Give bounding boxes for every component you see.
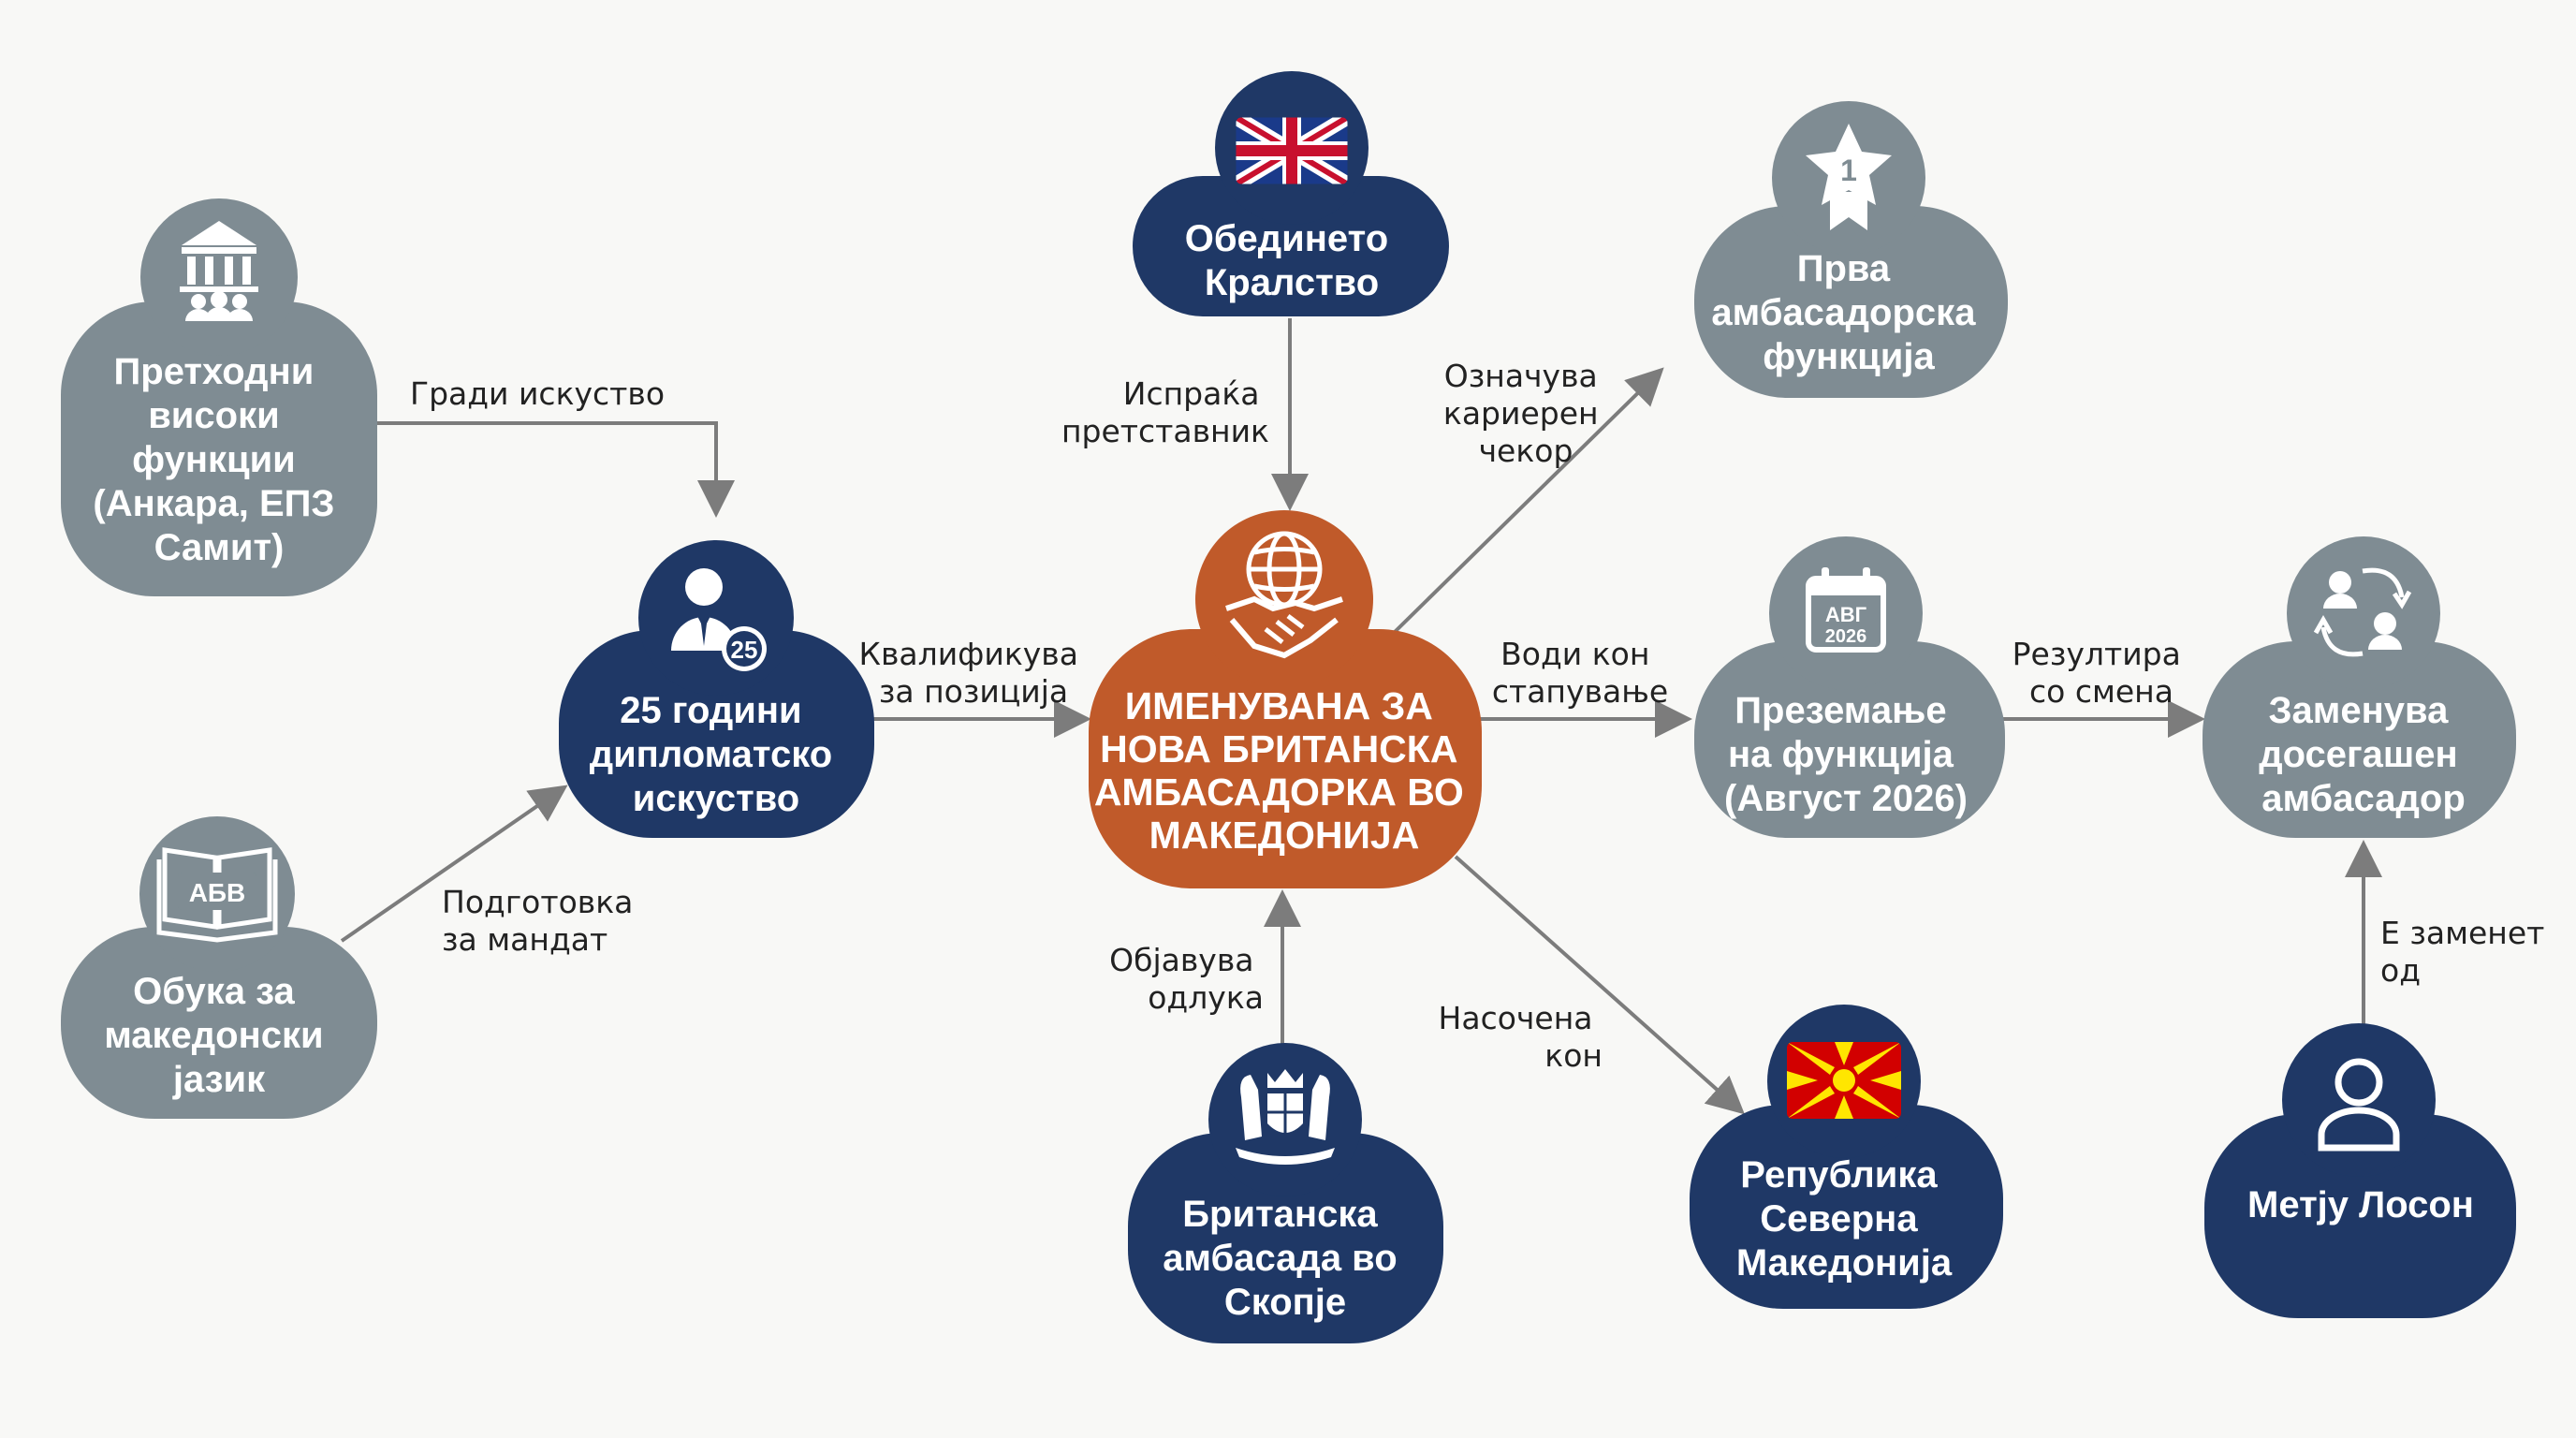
edge-center-to-macedonia [1454, 855, 1745, 1115]
edge-labels: Гради искуство Подготовка за мандат Квал… [410, 358, 2554, 1074]
open-book-icon: АБВ [156, 847, 278, 943]
edge-label-preparation: Подготовка за мандат [442, 884, 643, 958]
edge-center-to-first-post [1393, 367, 1664, 634]
edge-label-builds-experience: Гради искуство [410, 375, 665, 412]
edge-label-announces: Објавува одлука [1109, 942, 1264, 1016]
star-award-icon: 1 [1806, 124, 1892, 230]
node-replaces: Заменува досегашен амбасадор [2203, 536, 2516, 838]
node-embassy-label: Британска амбасада во Скопје [1163, 1194, 1408, 1323]
edge-label-leads-to: Води кон стапување [1492, 636, 1668, 710]
swap-users-icon [2313, 567, 2412, 657]
first-post-badge: 1 [1840, 154, 1857, 187]
node-uk: Обединето Кралство [1133, 71, 1449, 316]
node-replaces-label: Заменува досегашен амбасадор [2259, 690, 2468, 819]
node-language: АБВ Обука за македонски јазик [61, 816, 377, 1119]
node-experience: 25 25 години дипломатско искуство [559, 540, 874, 838]
node-macedonia: Република Северна Македонија [1690, 1005, 2003, 1309]
node-lawson: Метју Лосон [2204, 1023, 2516, 1318]
node-takeover-label: Преземање на функција (Август 2026) [1724, 690, 1968, 819]
government-building-icon [180, 221, 258, 321]
node-uk-label: Обединето Кралство [1185, 218, 1399, 303]
edge-label-directed: Насочена кон [1439, 1000, 1603, 1074]
royal-coat-of-arms-icon [1236, 1069, 1335, 1165]
node-embassy: Британска амбасада во Скопје [1128, 1043, 1443, 1343]
diplomat-person-icon: 25 [671, 568, 767, 671]
node-takeover: АВГ 2026 Преземање на функција (Август 2… [1694, 536, 2005, 838]
node-first-post-label: Прва амбасадорска функција [1711, 248, 1985, 377]
edge-label-career-step: Означува кариерен чекор [1443, 358, 1608, 469]
node-center-label: ИМЕНУВАНА ЗА НОВА БРИТАНСКА АМБАСАДОРКА … [1094, 684, 1474, 857]
person-icon [2318, 1058, 2400, 1152]
node-previous-roles: Претходни високи функции (Анкара, ЕПЗ Са… [61, 198, 377, 596]
calendar-month: АВГ [1825, 603, 1867, 626]
edge-language-to-experience [340, 785, 568, 943]
edge-previous-to-experience [374, 421, 735, 518]
node-experience-label: 25 години дипломатско искуство [590, 690, 843, 819]
edge-label-qualifies: Квалификува за позиција [859, 636, 1089, 710]
uk-flag-icon [1236, 117, 1348, 184]
node-center: ИМЕНУВАНА ЗА НОВА БРИТАНСКА АМБАСАДОРКА … [1089, 510, 1482, 888]
node-previous-roles-label: Претходни високи функции (Анкара, ЕПЗ Са… [93, 351, 344, 568]
edge-label-sends: Испраќа претставник [1061, 375, 1269, 449]
edge-label-replaced-by: Е заменет од [2380, 915, 2554, 989]
globe-handshake-icon [1225, 531, 1343, 659]
north-macedonia-flag-icon [1787, 1042, 1901, 1119]
book-abc-text: АБВ [189, 878, 246, 907]
edge-label-results: Резултира со смена [2012, 636, 2191, 710]
experience-badge: 25 [731, 636, 758, 664]
node-first-post: 1 Прва амбасадорска функција [1694, 101, 2008, 398]
node-language-label: Обука за македонски јазик [104, 971, 334, 1100]
calendar-icon: АВГ 2026 [1806, 567, 1886, 653]
calendar-year: 2026 [1825, 626, 1867, 647]
edges [340, 318, 2382, 1115]
node-lawson-label: Метју Лосон [2247, 1184, 2474, 1225]
node-macedonia-label: Република Северна Македонија [1736, 1154, 1953, 1284]
